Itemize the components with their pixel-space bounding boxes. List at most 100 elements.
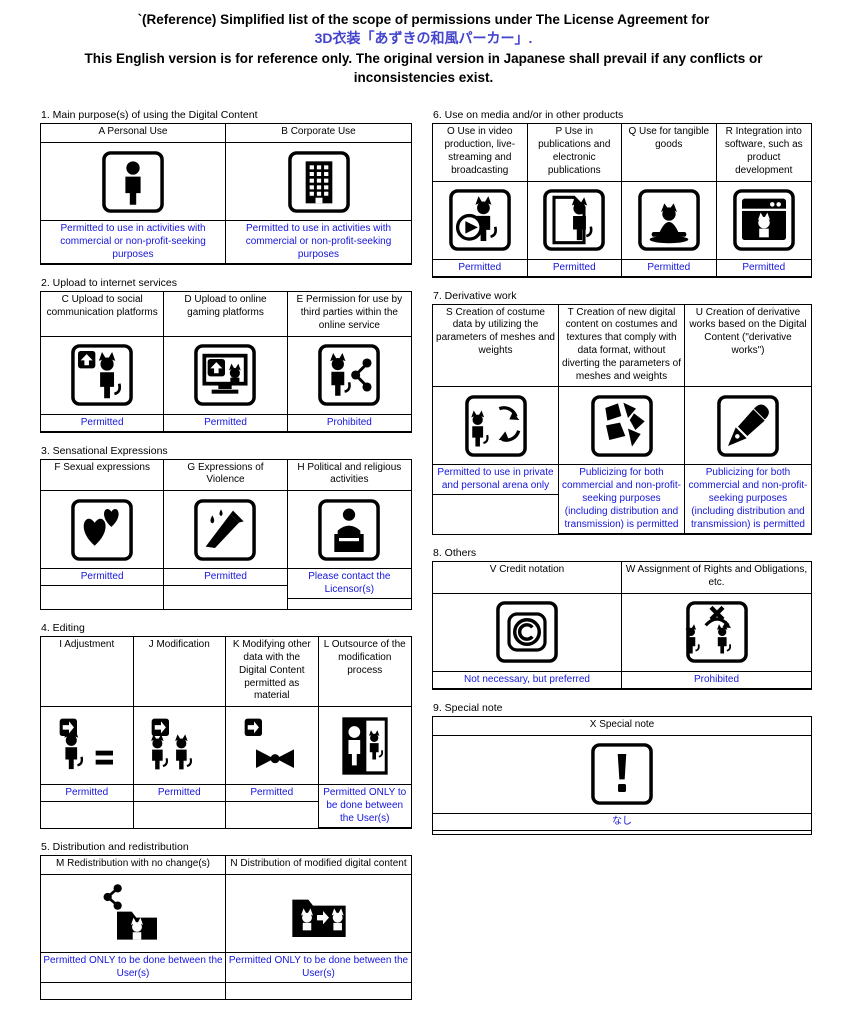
share-network-icon bbox=[317, 343, 381, 407]
status-cell-K: Permitted bbox=[226, 785, 319, 829]
status-text-E: Prohibited bbox=[287, 415, 411, 432]
icon-cell-H bbox=[287, 491, 411, 570]
permission-label-P: P Use in publications and electronic pub… bbox=[527, 124, 622, 182]
status-cell-F: Permitted bbox=[41, 569, 165, 610]
icon-cell-R bbox=[716, 182, 811, 260]
icon-cell-F bbox=[41, 491, 165, 570]
permission-label-C: C Upload to social communication platfor… bbox=[41, 292, 165, 337]
status-text-V: Not necessary, but preferred bbox=[433, 672, 621, 689]
publication-page-icon bbox=[542, 188, 606, 252]
permission-label-A: A Personal Use bbox=[41, 124, 226, 144]
status-text-J: Permitted bbox=[133, 785, 225, 803]
status-cell-G: Permitted bbox=[164, 569, 288, 610]
icon-cell-L bbox=[318, 707, 411, 786]
icon-cell-X bbox=[433, 736, 811, 814]
video-play-icon bbox=[448, 188, 512, 252]
section-title-7: 7. Derivative work bbox=[433, 289, 517, 302]
status-text-P: Permitted bbox=[527, 260, 621, 277]
permission-label-U: U Creation of derivative works based on … bbox=[685, 305, 811, 388]
permission-label-J: J Modification bbox=[133, 637, 226, 708]
modify-duplicate-icon bbox=[147, 714, 211, 778]
permission-table-6: O Use in video production, live-streamin… bbox=[432, 123, 812, 278]
status-cell-N: Permitted ONLY to be done between the Us… bbox=[226, 953, 411, 999]
permission-label-T: T Creation of new digital content on cos… bbox=[559, 304, 685, 388]
permission-label-I: I Adjustment bbox=[41, 637, 134, 708]
status-text-G: Permitted bbox=[164, 569, 287, 587]
status-cell-V: Not necessary, but preferred bbox=[433, 671, 622, 689]
permission-label-N: N Distribution of modified digital conte… bbox=[226, 856, 411, 875]
status-text-R: Permitted bbox=[716, 260, 811, 277]
outsource-frame-icon bbox=[333, 714, 397, 778]
column-right: 6. Use on media and/or in other products… bbox=[432, 109, 812, 846]
content-columns: 1. Main purpose(s) of using the Digital … bbox=[0, 109, 847, 1012]
status-text-Q: Permitted bbox=[622, 260, 716, 277]
icon-cell-G bbox=[164, 491, 288, 570]
permission-table-5: M Redistribution with no change(s)N Dist… bbox=[40, 855, 412, 1000]
icon-cell-Q bbox=[622, 181, 717, 260]
status-text-N: Permitted ONLY to be done between the Us… bbox=[226, 953, 411, 983]
status-cell-R: Permitted bbox=[716, 260, 811, 277]
column-left: 1. Main purpose(s) of using the Digital … bbox=[40, 109, 412, 1012]
status-cell-C: Permitted bbox=[41, 414, 165, 432]
status-text-L: Permitted ONLY to be done between the Us… bbox=[318, 785, 411, 829]
icon-cell-S bbox=[433, 387, 559, 466]
icon-cell-C bbox=[41, 336, 165, 415]
share-folder-icon bbox=[101, 881, 165, 945]
permission-label-V: V Credit notation bbox=[433, 562, 622, 594]
icon-cell-V bbox=[433, 593, 622, 672]
icon-cell-M bbox=[41, 874, 226, 953]
status-cell-A: Permitted to use in activities with comm… bbox=[41, 221, 226, 265]
status-text-T: Publicizing for both commercial and non-… bbox=[559, 465, 684, 535]
hearts-icon bbox=[70, 498, 134, 562]
software-window-icon bbox=[732, 188, 796, 252]
section-title-3: 3. Sensational Expressions bbox=[41, 444, 168, 457]
status-text-F: Permitted bbox=[41, 569, 164, 587]
status-text-K: Permitted bbox=[226, 785, 318, 803]
icon-cell-T bbox=[559, 387, 685, 466]
title-line-3: This English version is for reference on… bbox=[84, 51, 763, 86]
permission-label-B: B Corporate Use bbox=[226, 124, 411, 144]
knife-icon bbox=[193, 498, 257, 562]
status-cell-O: Permitted bbox=[433, 259, 528, 277]
permission-label-D: D Upload to online gaming platforms bbox=[164, 292, 288, 337]
icon-cell-B bbox=[226, 143, 411, 222]
texture-shards-icon bbox=[590, 394, 654, 458]
permission-label-H: H Political and religious activities bbox=[287, 460, 411, 492]
modify-equal-icon bbox=[55, 714, 119, 778]
podium-speaker-icon bbox=[317, 498, 381, 562]
status-text-X: なし bbox=[433, 814, 811, 831]
section-title-5: 5. Distribution and redistribution bbox=[41, 841, 189, 854]
status-cell-D: Permitted bbox=[164, 414, 288, 432]
person-icon bbox=[101, 150, 165, 214]
section-6: 6. Use on media and/or in other products… bbox=[432, 109, 812, 278]
icon-cell-E bbox=[287, 337, 411, 415]
permission-label-G: G Expressions of Violence bbox=[164, 459, 288, 492]
section-title-8: 8. Others bbox=[433, 547, 477, 560]
status-text-H: Please contact the Licensor(s) bbox=[287, 569, 411, 600]
upload-social-icon bbox=[70, 343, 134, 407]
permission-label-W: W Assignment of Rights and Obligations, … bbox=[622, 562, 811, 594]
icon-cell-K bbox=[226, 707, 319, 786]
status-cell-S: Permitted to use in private and personal… bbox=[433, 465, 559, 535]
title-line-1: `(Reference) Simplified list of the scop… bbox=[137, 12, 710, 27]
costume-recycle-icon bbox=[464, 394, 528, 458]
status-cell-P: Permitted bbox=[527, 259, 622, 277]
status-cell-E: Prohibited bbox=[287, 415, 411, 432]
modify-bow-icon bbox=[240, 714, 304, 778]
permission-label-M: M Redistribution with no change(s) bbox=[41, 856, 226, 875]
folder-modified-icon bbox=[287, 881, 351, 945]
section-title-1: 1. Main purpose(s) of using the Digital … bbox=[41, 109, 258, 122]
status-cell-J: Permitted bbox=[133, 785, 226, 829]
permission-label-K: K Modifying other data with the Digital … bbox=[226, 637, 319, 708]
status-text-S: Permitted to use in private and personal… bbox=[433, 465, 558, 496]
permission-label-Q: Q Use for tangible goods bbox=[622, 124, 717, 182]
